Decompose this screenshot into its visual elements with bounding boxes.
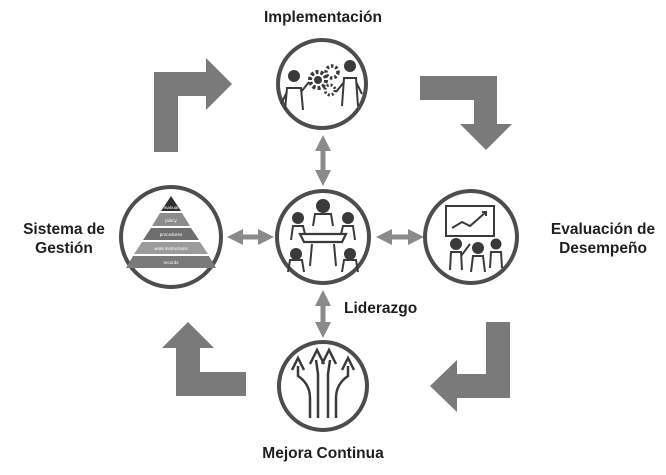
label-continuous-improvement-text: Mejora Continua	[262, 445, 384, 462]
label-leadership: Liderazgo	[344, 299, 417, 318]
label-management-system: Sistema de Gestión	[4, 220, 124, 258]
label-implementation: Implementación	[248, 8, 398, 27]
cycle-arrow-top-left	[154, 58, 232, 152]
cycle-arrow-top-right	[420, 76, 512, 150]
presentation-board-icon	[445, 205, 503, 273]
gears-people-icon	[280, 60, 363, 111]
cycle-arrow-bottom-left	[162, 322, 246, 396]
meeting-table-icon	[287, 199, 359, 273]
pyramid-level-3: procedures	[160, 232, 183, 237]
label-implementation-text: Implementación	[264, 9, 382, 26]
node-continuous-improvement	[277, 340, 369, 432]
pyramid-level-5: records	[163, 260, 179, 265]
document-pyramid-icon: manual policy procedures work instructio…	[126, 196, 216, 268]
label-continuous-improvement: Mejora Continua	[243, 444, 403, 463]
label-leadership-text: Liderazgo	[344, 300, 418, 317]
pyramid-level-1: manual	[164, 205, 179, 210]
pyramid-level-4: work instructions	[154, 246, 188, 251]
label-performance-evaluation-line2: Desempeño	[559, 240, 647, 257]
cycle-arrow-bottom-right	[430, 322, 510, 412]
label-performance-evaluation: Evaluación de Desempeño	[540, 220, 666, 258]
node-implementation	[276, 38, 368, 130]
label-management-system-line1: Sistema de	[23, 221, 105, 238]
diverging-arrows-icon	[290, 347, 356, 418]
label-performance-evaluation-line1: Evaluación de	[550, 221, 656, 238]
label-management-system-line2: Gestión	[35, 240, 93, 257]
pyramid-level-2: policy	[165, 218, 177, 223]
